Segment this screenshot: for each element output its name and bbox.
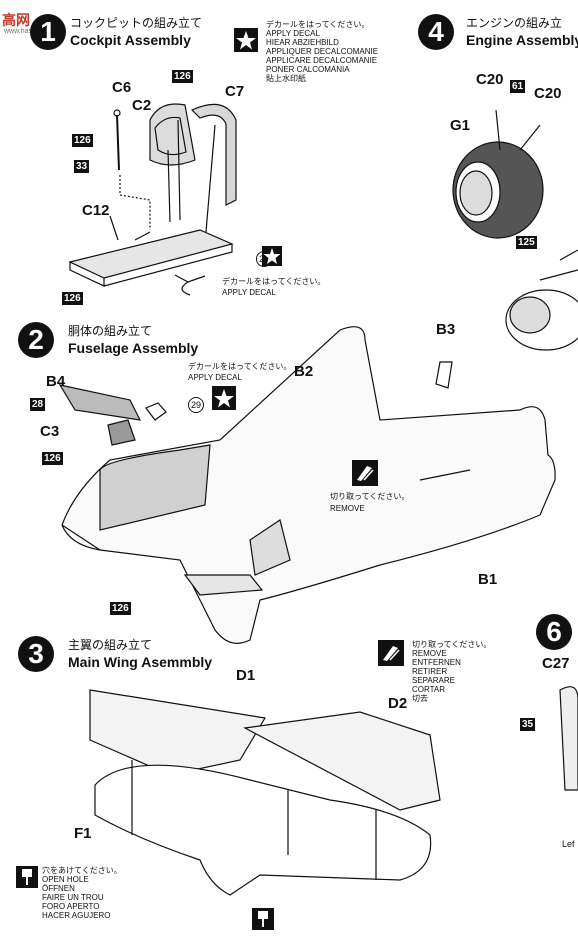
part-label-c20: C20 — [476, 71, 504, 88]
decal-notice-jp: デカールをはってください。 — [222, 277, 326, 286]
paint-code-126: 126 — [42, 452, 63, 465]
remove-notice-en: REMOVE — [330, 504, 365, 513]
decal-notice-en: APPLY DECAL — [188, 373, 242, 382]
part-label-c20: C20 — [534, 85, 562, 102]
seat-frame-c7 — [190, 103, 237, 206]
decal-star-icon — [262, 246, 282, 271]
paint-code-61: 61 — [510, 80, 526, 93]
decal-notice-multilang: デカールをはってください。 APPLY DECAL HIEAR ABZIEHBI… — [266, 20, 379, 83]
part-label-d1: D1 — [236, 667, 256, 684]
paint-code-28: 28 — [30, 398, 46, 411]
paint-code-126: 126 — [72, 134, 93, 147]
step-2-number: 2 — [18, 322, 54, 358]
part-label-b1: B1 — [478, 571, 498, 588]
part-label-c2: C2 — [132, 97, 152, 114]
remove-notice-multilang: 切り取ってください。 REMOVE ENTFERNEN RETIRER SEPA… — [412, 640, 492, 703]
part-label-c12: C12 — [82, 202, 110, 219]
part-label-b3: B3 — [436, 321, 456, 338]
step-1-number: 1 — [30, 14, 66, 50]
drill-icon — [252, 908, 274, 935]
drill-icon — [16, 866, 38, 893]
part-label-c27: C27 — [542, 655, 570, 672]
part-label-c6: C6 — [112, 79, 132, 96]
remove-knife-icon — [352, 460, 378, 491]
remove-notice-jp: 切り取ってください。 — [330, 492, 410, 501]
wing-upper-d1 — [89, 689, 266, 776]
part-label-b2: B2 — [294, 363, 314, 380]
paint-code-126: 126 — [172, 70, 193, 83]
wing-lower-f1 — [94, 764, 432, 896]
part-label-d2: D2 — [388, 695, 408, 712]
step-4-number: 4 — [418, 14, 454, 50]
decal-star-icon — [212, 386, 236, 415]
paint-code-126: 126 — [110, 602, 131, 615]
step-4-title-en: Engine Assembly — [466, 32, 578, 48]
part-label-c3: C3 — [40, 423, 60, 440]
decal-star-icon — [234, 28, 258, 57]
part-label-f1: F1 — [74, 825, 92, 842]
part-label-g1: G1 — [450, 117, 471, 134]
step-3-title-en: Main Wing Asemmbly — [68, 654, 213, 670]
part-label-c7: C7 — [225, 83, 245, 100]
remove-knife-icon — [378, 640, 404, 671]
step-2-title-jp: 胴体の組み立て — [68, 324, 153, 338]
paint-code-33: 33 — [74, 160, 90, 173]
step-2-title-en: Fuselage Assembly — [68, 340, 199, 356]
wing-upper-d2 — [243, 711, 441, 811]
step-6-number: 6 — [536, 614, 572, 650]
step-1-title-en: Cockpit Assembly — [70, 32, 191, 48]
paint-code-126: 126 — [62, 292, 83, 305]
paint-code-35: 35 — [520, 718, 536, 731]
open-hole-notice: 穴をあけてください。 OPEN HOLE ÖFFNEN FAIRE UN TRO… — [42, 866, 122, 920]
step-4-title-jp: エンジンの組み立 — [466, 16, 563, 30]
cutoff-text: Lef — [562, 839, 575, 849]
decal-notice-jp: デカールをはってください。 — [188, 362, 292, 371]
part-label-b4: B4 — [46, 373, 66, 390]
watermark-logo: 高网 — [2, 12, 30, 28]
seat-c2 — [149, 103, 196, 166]
paint-code-125: 125 — [516, 236, 537, 249]
decal-notice-en: APPLY DECAL — [222, 288, 276, 297]
cockpit-floor-c12 — [68, 229, 234, 279]
step-3-title-jp: 主翼の組み立て — [68, 638, 153, 652]
fuselage-b2-b1 — [61, 326, 556, 644]
step-3-number: 3 — [18, 636, 54, 672]
step-1-title-jp: コックピットの組み立て — [70, 16, 203, 30]
decal-number-29: 29 — [188, 397, 204, 413]
